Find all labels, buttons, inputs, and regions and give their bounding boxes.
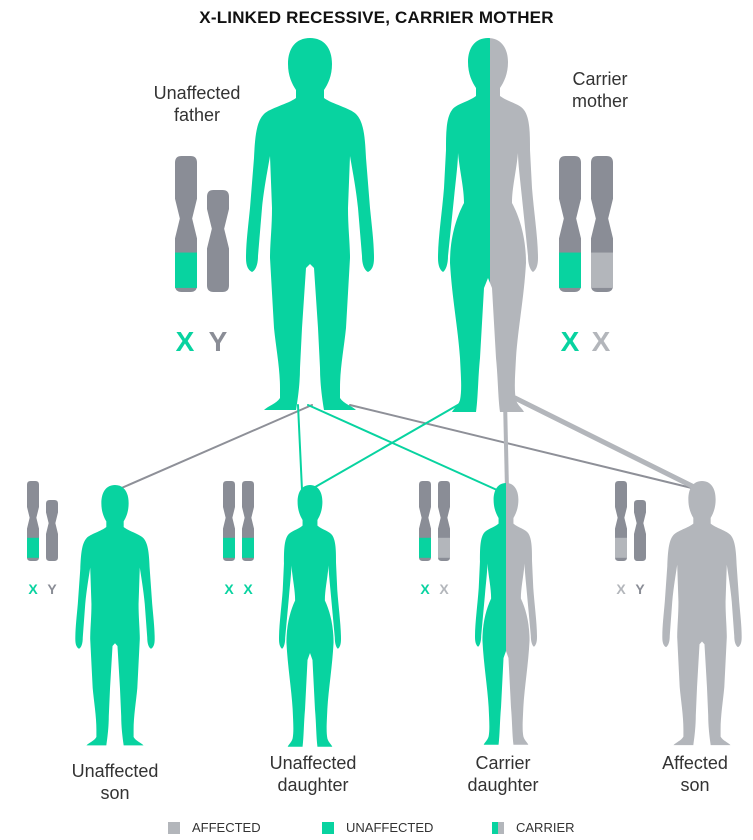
father-label: Unaffected father bbox=[132, 82, 262, 126]
father-figure-fill bbox=[246, 38, 374, 410]
figures bbox=[75, 38, 741, 747]
child1-label: Unaffected son bbox=[45, 760, 185, 804]
father-chr-x-letter: X bbox=[170, 326, 200, 358]
son1-x-chromosome-band bbox=[27, 538, 39, 558]
mother-x2-chromosome-band bbox=[591, 253, 613, 288]
mother-chr-x2-letter: X bbox=[586, 326, 616, 358]
legend: AFFECTED UNAFFECTED CARRIER bbox=[0, 820, 753, 840]
child4-chr-y-letter: Y bbox=[632, 581, 648, 597]
son4-x-chromosome-band bbox=[615, 538, 627, 558]
father-y-chromosome-body bbox=[207, 190, 229, 292]
son1-figure-fill bbox=[75, 485, 154, 745]
affected-swatch bbox=[168, 822, 180, 834]
mother-figure-left-half bbox=[438, 38, 538, 412]
daughter2-x2-chromosome bbox=[242, 481, 254, 561]
diagram-title: X-LINKED RECESSIVE, CARRIER MOTHER bbox=[0, 8, 753, 28]
line-mother-son4 bbox=[515, 398, 700, 490]
carrier-swatch bbox=[492, 822, 504, 834]
father-y-chromosome bbox=[207, 190, 229, 292]
child1-chr-x-letter: X bbox=[25, 581, 41, 597]
mother-x1-chromosome bbox=[559, 156, 581, 292]
line-father-daughter2 bbox=[298, 405, 302, 490]
father-figure bbox=[246, 38, 374, 410]
daughter3-figure bbox=[475, 483, 537, 745]
daughter2-x1-chromosome-band bbox=[223, 538, 235, 558]
son4-y-chromosome-body bbox=[634, 500, 646, 561]
child3-chr-x1-letter: X bbox=[417, 581, 433, 597]
father-x-chromosome bbox=[175, 156, 197, 292]
line-mother-daughter3 bbox=[505, 400, 507, 490]
mother-label: Carrier mother bbox=[540, 68, 660, 112]
child2-chr-x1-letter: X bbox=[221, 581, 237, 597]
daughter3-figure-right-half bbox=[475, 483, 537, 745]
inheritance-lines bbox=[117, 398, 700, 490]
daughter2-x1-chromosome bbox=[223, 481, 235, 561]
son1-y-chromosome bbox=[46, 500, 58, 561]
child2-label: Unaffected daughter bbox=[243, 752, 383, 796]
legend-unaffected: UNAFFECTED bbox=[322, 820, 433, 835]
child1-chr-y-letter: Y bbox=[44, 581, 60, 597]
son1-x-chromosome bbox=[27, 481, 39, 561]
child3-chr-x2-letter: X bbox=[436, 581, 452, 597]
father-x-chromosome-band bbox=[175, 253, 197, 288]
child4-chr-x-letter: X bbox=[613, 581, 629, 597]
father-chr-y-letter: Y bbox=[203, 326, 233, 358]
daughter3-x1-chromosome bbox=[419, 481, 431, 561]
unaffected-swatch bbox=[322, 822, 334, 834]
mother-x1-chromosome-band bbox=[559, 253, 581, 288]
son4-figure bbox=[662, 481, 741, 745]
son4-x-chromosome bbox=[615, 481, 627, 561]
line-mother-daughter2 bbox=[310, 398, 470, 490]
son4-y-chromosome bbox=[634, 500, 646, 561]
legend-carrier: CARRIER bbox=[492, 820, 575, 835]
daughter2-figure-fill bbox=[279, 485, 341, 747]
mother-figure bbox=[438, 38, 538, 412]
daughter3-x2-chromosome-band bbox=[438, 538, 450, 558]
child3-label: Carrier daughter bbox=[433, 752, 573, 796]
son1-figure bbox=[75, 485, 154, 745]
mother-x2-chromosome bbox=[591, 156, 613, 292]
daughter3-x1-chromosome-band bbox=[419, 538, 431, 558]
child4-label: Affected son bbox=[640, 752, 750, 796]
child2-chr-x2-letter: X bbox=[240, 581, 256, 597]
son4-figure-fill bbox=[662, 481, 741, 745]
mother-figure-left-fill bbox=[438, 38, 538, 412]
daughter3-x2-chromosome bbox=[438, 481, 450, 561]
line-father-son1 bbox=[117, 405, 312, 490]
daughter2-x2-chromosome-band bbox=[242, 538, 254, 558]
legend-affected: AFFECTED bbox=[168, 820, 261, 835]
mother-chr-x1-letter: X bbox=[555, 326, 585, 358]
daughter3-figure-right-fill bbox=[475, 483, 537, 745]
daughter2-figure bbox=[279, 485, 341, 747]
son1-y-chromosome-body bbox=[46, 500, 58, 561]
